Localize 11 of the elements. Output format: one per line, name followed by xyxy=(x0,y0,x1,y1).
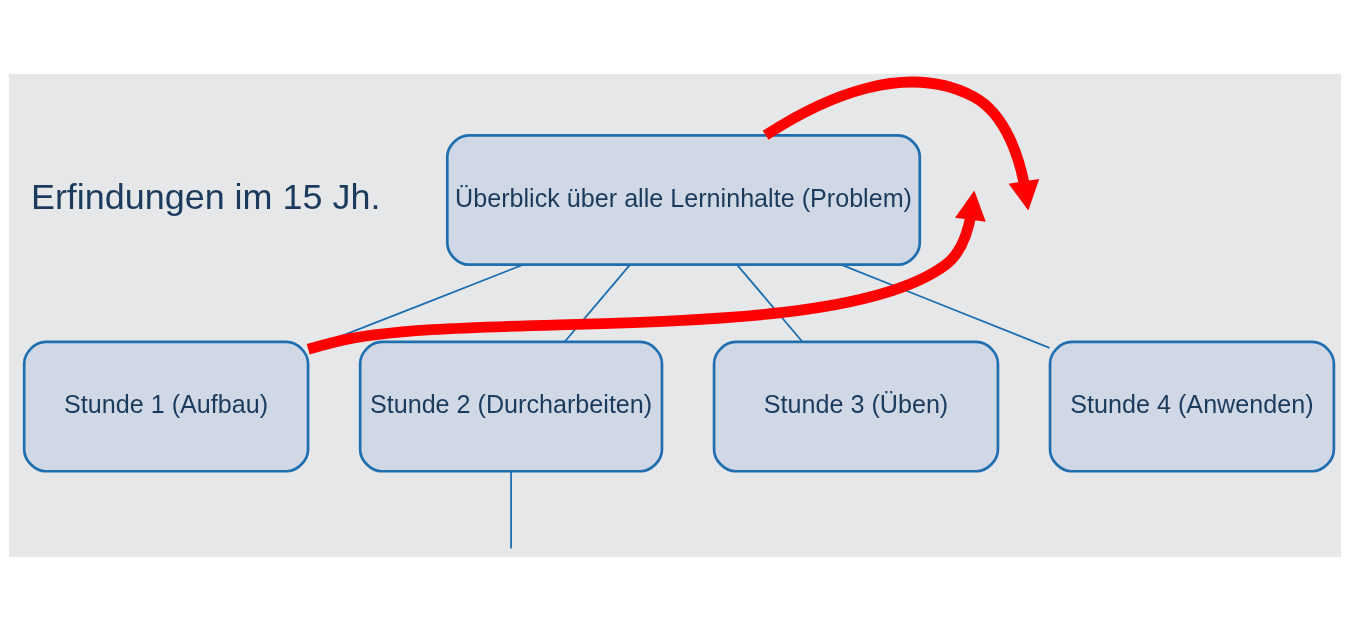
arrow xyxy=(762,76,1040,211)
node-box: Stunde 2 (Durcharbeiten) xyxy=(358,340,664,473)
node-box: Stunde 1 (Aufbau) xyxy=(22,340,310,473)
label: Erfindungen im 15 Jh. xyxy=(30,175,381,217)
connector xyxy=(563,263,631,343)
connector xyxy=(510,470,512,549)
connector xyxy=(736,263,804,343)
connector xyxy=(840,263,1051,349)
node-box: Überblick über alle Lerninhalte (Problem) xyxy=(445,133,922,266)
node-box: Stunde 3 (Üben) xyxy=(712,340,1000,473)
node-box: Stunde 4 (Anwenden) xyxy=(1048,340,1336,473)
